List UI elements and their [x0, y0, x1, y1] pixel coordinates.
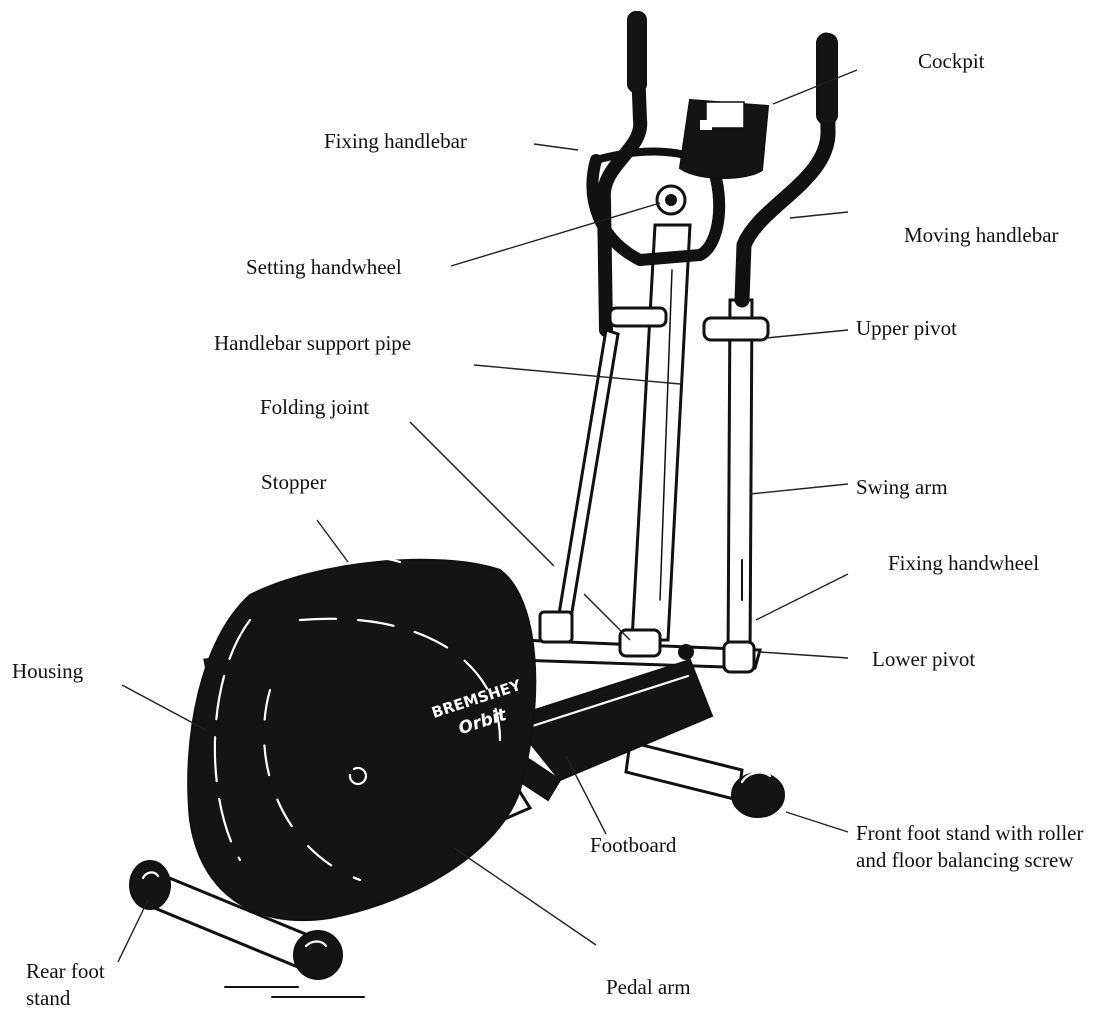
label-housing: Housing [12, 659, 84, 683]
label-rear-foot-stand: Rear foot stand [26, 959, 105, 1010]
moving-handlebar-right-shape [734, 32, 838, 308]
label-handlebar-support-pipe: Handlebar support pipe [214, 331, 412, 355]
cockpit-shape [678, 98, 770, 179]
label-fixing-handwheel: Fixing handwheel [888, 551, 1040, 575]
label-moving-handlebar: Moving handlebar [904, 223, 1059, 247]
label-setting-handwheel: Setting handwheel [246, 255, 402, 279]
label-pedal-arm: Pedal arm [606, 975, 691, 999]
label-front-foot-stand: Front foot stand with roller and floor b… [856, 821, 1084, 872]
setting-handwheel-shape [655, 184, 687, 216]
label-footboard: Footboard [590, 833, 677, 857]
label-folding-joint: Folding joint [260, 395, 370, 419]
label-stopper: Stopper [261, 470, 327, 494]
front-foot-stand-shape [624, 740, 785, 818]
label-upper-pivot: Upper pivot [856, 316, 957, 340]
housing-shape [187, 556, 537, 922]
label-cockpit: Cockpit [918, 49, 985, 73]
label-lower-pivot: Lower pivot [872, 647, 976, 671]
upper-pivot-shape [608, 306, 770, 342]
rear-foot-stand-shape [129, 860, 343, 980]
floor-lines [224, 986, 365, 998]
lower-pivot-shape [618, 628, 756, 674]
handlebar-support-pipe-shape [630, 223, 692, 642]
label-swing-arm: Swing arm [856, 475, 948, 499]
label-fixing-handlebar: Fixing handlebar [324, 129, 467, 153]
